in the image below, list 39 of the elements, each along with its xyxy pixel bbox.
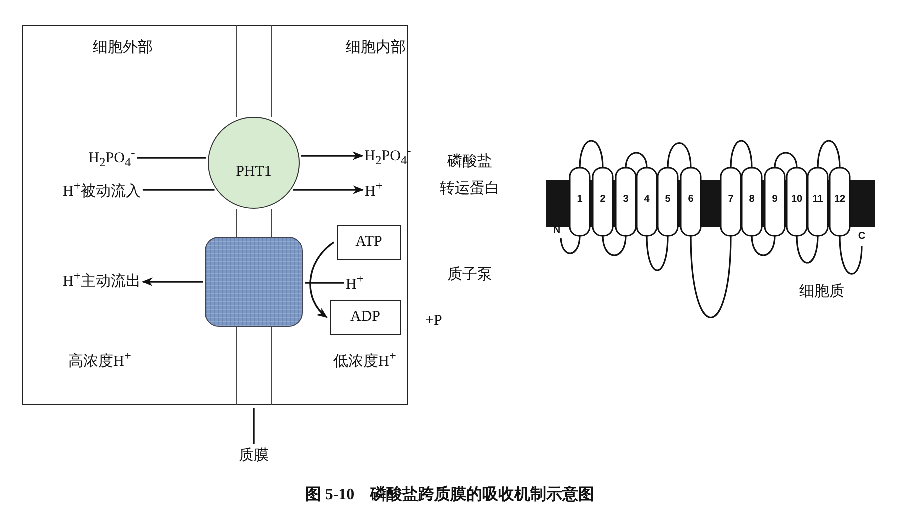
arrow (301, 152, 364, 160)
helix-number: 11 (812, 194, 824, 206)
helix-number: 9 (772, 194, 778, 206)
membrane-band (236, 327, 272, 405)
figure-caption: 图 5-10 磷酸盐跨质膜的吸收机制示意图 (305, 485, 595, 505)
adp-box: ADP (330, 300, 401, 335)
leader-line (253, 408, 255, 444)
helix-number: 4 (644, 194, 650, 206)
helix-number: 3 (623, 194, 629, 206)
arrow (310, 242, 335, 318)
membrane-band (236, 25, 272, 117)
ion-label: H$^{+}$ (365, 179, 383, 201)
protein-label: 磷酸盐转运蛋白 (440, 152, 500, 199)
protein-label: 质子泵 (448, 266, 492, 284)
helix-number: 1 (577, 194, 583, 206)
ion-label: H$^{+}$ (346, 272, 364, 294)
helix-number: 12 (834, 194, 846, 206)
helix-number: 7 (728, 194, 734, 206)
atp-box: ATP (337, 225, 401, 260)
arrow (142, 278, 203, 286)
helix-number: 2 (600, 194, 606, 206)
concentration-label: 低浓度H$^{+}$ (334, 349, 396, 371)
concentration-label: 高浓度H$^{+}$ (68, 349, 132, 371)
helix-number: 10 (791, 194, 803, 206)
phosphate-label: +P (426, 312, 442, 330)
helix-number: 5 (665, 194, 671, 206)
membrane-label: 质膜 (239, 447, 269, 465)
arrow (293, 186, 364, 194)
terminus-label: C (858, 231, 866, 243)
proton-pump-box (205, 237, 303, 327)
transporter-circle: PHT1 (208, 117, 300, 209)
region-label: 细胞质 (800, 283, 844, 301)
helix-number: 6 (688, 194, 694, 206)
region-label: 细胞内部 (346, 39, 406, 57)
helix-number: 8 (749, 194, 755, 206)
flow-label: H$^{+}$被动流入 (63, 179, 141, 201)
flow-label: H$^{+}$主动流出 (63, 269, 141, 291)
region-label: 细胞外部 (93, 39, 153, 57)
membrane-band (236, 209, 272, 237)
